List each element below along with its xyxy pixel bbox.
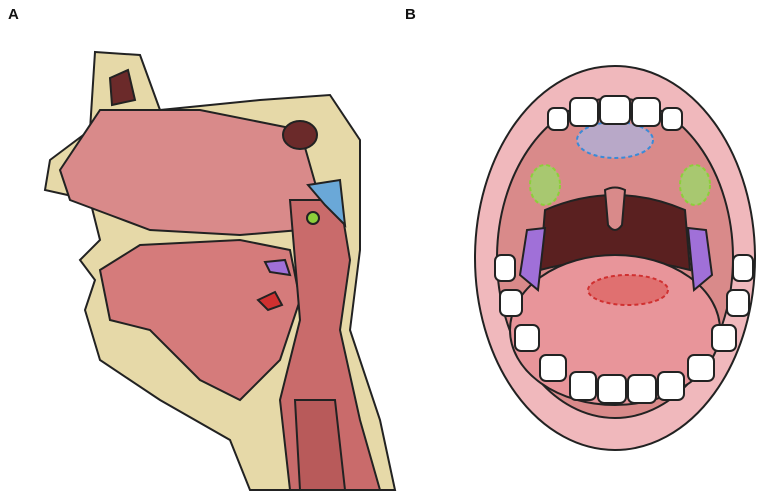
tonsil-left-green [529, 164, 561, 206]
tonsil-right-green [679, 164, 711, 206]
sinus-frontal [108, 68, 137, 107]
panel-a-sagittal-section [43, 50, 397, 491]
panel-a-label: A [8, 6, 19, 23]
sinus-sphenoid [282, 120, 318, 150]
palate-blue-region [576, 121, 654, 159]
uvula [603, 186, 627, 231]
pillar-right-purple [686, 226, 714, 292]
pillar-left-purple [518, 226, 547, 292]
adenoid-blue [306, 178, 347, 228]
lingual-red [256, 290, 284, 312]
tonsil-purple [263, 258, 292, 277]
panel-b-oral-view [474, 65, 756, 451]
trachea [293, 399, 347, 491]
upper-teeth [547, 95, 683, 131]
panel-b-label: B [405, 6, 416, 23]
eustachian-green [306, 211, 320, 225]
oral-cavity-tongue [98, 238, 302, 402]
tongue-red-region [587, 274, 669, 306]
lower-teeth [494, 254, 754, 404]
